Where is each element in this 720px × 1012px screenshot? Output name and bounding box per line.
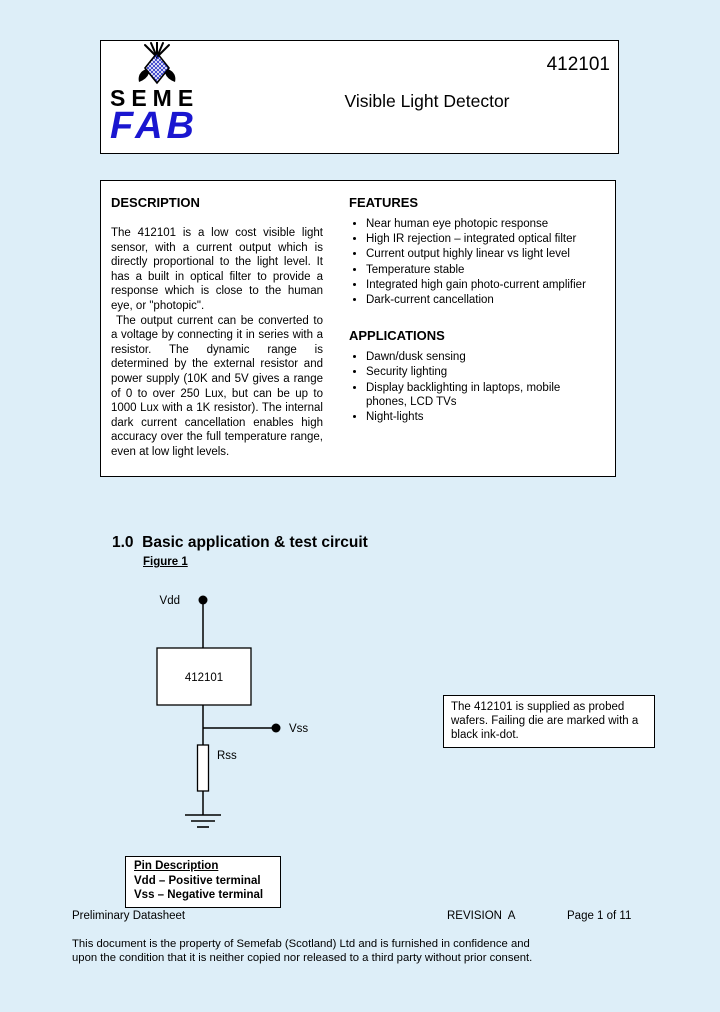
description-paragraph-1: The 412101 is a low cost visible light s… — [111, 227, 323, 312]
description-column: DESCRIPTION The 412101 is a low cost vis… — [111, 195, 323, 476]
application-item: Dawn/dusk sensing — [366, 350, 603, 364]
section-title: 1.0 Basic application & test circuit — [112, 534, 368, 551]
features-list: Near human eye photopic response High IR… — [349, 217, 603, 307]
confidentiality-disclaimer: This document is the property of Semefab… — [72, 938, 533, 965]
pin-description-heading: Pin Description — [134, 860, 219, 872]
feature-item: Integrated high gain photo-current ampli… — [366, 278, 603, 292]
page-title: Visible Light Detector — [344, 91, 510, 111]
feature-item: Near human eye photopic response — [366, 217, 603, 231]
figure-label: Figure 1 — [143, 556, 188, 568]
application-item: Display backlighting in laptops, mobile … — [366, 381, 603, 409]
description-heading: DESCRIPTION — [111, 195, 200, 210]
feature-item: High IR rejection – integrated optical f… — [366, 232, 603, 246]
feature-item: Dark-current cancellation — [366, 293, 603, 307]
application-item: Security lighting — [366, 365, 603, 379]
features-heading: FEATURES — [349, 195, 419, 210]
feature-item: Current output highly linear vs light le… — [366, 247, 603, 261]
feature-item: Temperature stable — [366, 263, 603, 277]
ground-symbol — [185, 814, 221, 828]
description-paragraph-2: The output current can be converted to a… — [111, 314, 323, 458]
footer-page-number: Page 1 of 11 — [567, 910, 632, 922]
logo-text-seme: SEME — [110, 85, 200, 111]
vdd-terminal-dot — [198, 595, 208, 605]
pin-line-vdd: Vdd – Positive terminal — [134, 874, 261, 887]
applications-heading: APPLICATIONS — [349, 328, 445, 344]
wafer-note-box: The 412101 is supplied as probed wafers.… — [443, 695, 655, 749]
thistle-body — [143, 51, 171, 85]
circuit-diagram: 412101 Vdd Vss Rss — [156, 595, 308, 828]
vdd-label: Vdd — [160, 595, 180, 607]
application-item: Night-lights — [366, 410, 603, 424]
thistle-leaf-left — [138, 69, 149, 82]
header — [100, 40, 619, 154]
thistle-icon — [138, 42, 176, 85]
circuit-wires — [202, 600, 276, 815]
resistor-rss — [196, 744, 210, 792]
overview-box: DESCRIPTION The 412101 is a low cost vis… — [100, 180, 616, 477]
rss-label: Rss — [217, 750, 237, 762]
part-number: 412101 — [546, 54, 610, 75]
semefab-logo: SEME FAB — [110, 42, 220, 147]
applications-list: Dawn/dusk sensing Security lighting Disp… — [349, 350, 603, 424]
chip-label: 412101 — [185, 672, 223, 684]
chip-box — [156, 647, 252, 706]
pin-line-vss: Vss – Negative terminal — [134, 889, 264, 901]
pin-description-box: Pin Description Vdd – Positive terminal … — [125, 856, 281, 908]
features-column: FEATURES Near human eye photopic respons… — [349, 195, 607, 476]
footer-doc-type: Preliminary Datasheet — [72, 910, 186, 922]
vss-label: Vss — [289, 723, 308, 735]
vss-terminal-dot — [271, 723, 281, 733]
thistle-leaf-right — [165, 69, 176, 82]
logo-text-fab: FAB — [110, 105, 198, 147]
footer-revision: REVISION A — [447, 910, 516, 922]
